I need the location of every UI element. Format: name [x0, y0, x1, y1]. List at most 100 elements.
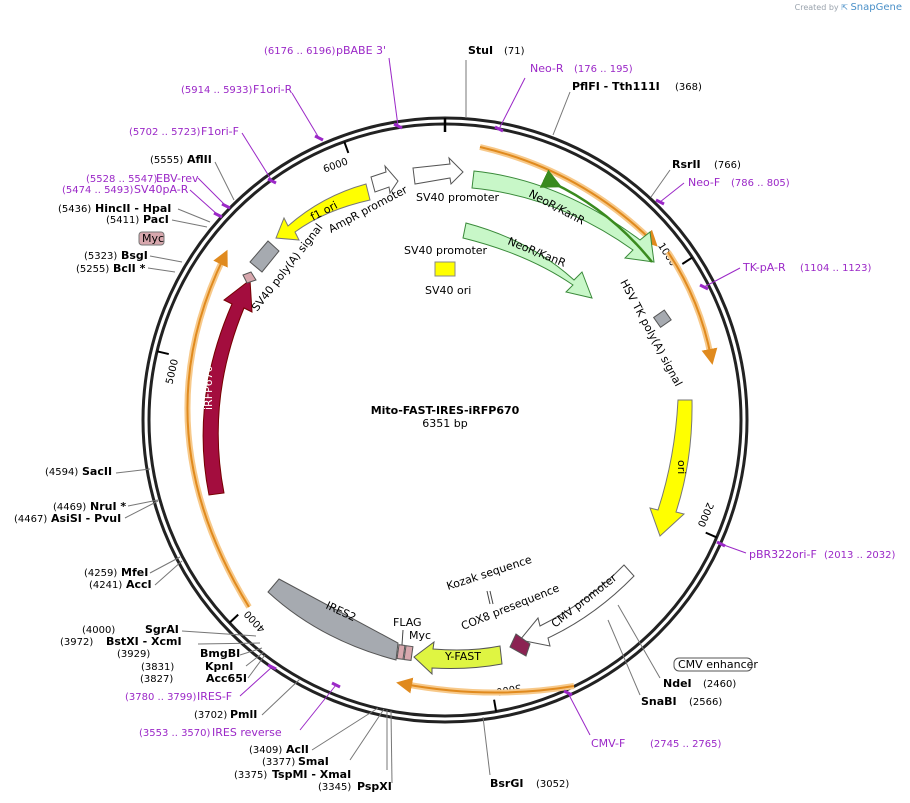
site-leader-smai: [349, 708, 385, 761]
site-leader-bstxi-xcmi: [197, 642, 261, 645]
sv40-polya-box[interactable]: [249, 240, 280, 273]
site-name-bsrgi[interactable]: BsrGI: [490, 777, 523, 790]
site-pos-acc65i: (3827): [140, 674, 173, 685]
site-leader-sacii: [115, 468, 151, 474]
site-name-acci[interactable]: AccI: [126, 578, 152, 591]
site-name-ndei[interactable]: NdeI: [663, 677, 692, 690]
ruler-tick-6000: [343, 141, 350, 154]
credit-prefix: Created by: [794, 3, 839, 12]
primer-range-f1ori-f: (5702 .. 5723): [129, 127, 201, 138]
primer-name-f1ori-f[interactable]: F1ori-F: [201, 125, 239, 138]
site-name-sacii[interactable]: SacII: [82, 465, 112, 478]
site-name-mfei[interactable]: MfeI: [121, 566, 148, 579]
site-pos-hincii-hpai: (5436): [58, 204, 91, 215]
neokanr-outer-arrow[interactable]: [471, 170, 655, 263]
plasmid-size: 6351 bp: [422, 417, 467, 430]
sv40-promoter-outer-arrow[interactable]: [412, 156, 464, 186]
primer-name-tk-pa-r[interactable]: TK-pA-R: [742, 261, 786, 274]
site-name-nrui[interactable]: NruI *: [90, 500, 126, 513]
site-name-stui[interactable]: StuI: [468, 44, 493, 57]
primer-leader-f1ori-f: [241, 132, 273, 182]
primer-range-neo-f: (786 .. 805): [731, 178, 790, 189]
hsv-tk-polya-box[interactable]: [652, 309, 672, 329]
ori-label: ori: [675, 460, 688, 474]
f1-ori-arrow[interactable]: [275, 183, 371, 241]
site-leader-sgrai: [181, 630, 257, 637]
cmv-enhancer-box: [673, 657, 753, 672]
site-pos-pmli: (3702): [194, 710, 227, 721]
myc-lower-label: Myc: [409, 629, 431, 642]
primer-range-cmv-f: (2745 .. 2765): [650, 739, 722, 750]
site-leader-ndei: [617, 604, 661, 679]
sv40-ori-label: SV40 ori: [425, 284, 471, 297]
neokanr-inner-arrow[interactable]: [462, 222, 593, 299]
site-name-kpni[interactable]: KpnI: [205, 660, 233, 673]
yfast-arrow[interactable]: [413, 640, 503, 676]
site-pos-sgrai: (4000): [82, 625, 115, 636]
site-leader-pmli: [261, 678, 301, 716]
site-name-sgrai[interactable]: SgrAI: [145, 623, 179, 636]
site-pos-tspmi-xmai: (3375): [234, 770, 267, 781]
site-pos-sacii: (4594): [45, 467, 78, 478]
primer-name-sv40pa-r[interactable]: SV40pA-R: [134, 183, 189, 196]
primer-name-neo-f[interactable]: Neo-F: [688, 176, 720, 189]
site-name-paci[interactable]: PacI: [143, 213, 169, 226]
site-name-snabi[interactable]: SnaBI: [641, 695, 677, 708]
site-name-pmli[interactable]: PmlI: [230, 708, 257, 721]
site-leader-bsrgi: [482, 716, 491, 776]
site-name-bsgi[interactable]: BsgI: [121, 249, 148, 262]
site-pos-ndei: (2460): [703, 679, 736, 690]
site-leader-paci: [171, 219, 208, 228]
sv40-ori-box[interactable]: [434, 261, 456, 277]
site-name-asisi-pvui[interactable]: AsiSI - PvuI: [51, 512, 121, 525]
site-name-rsrii[interactable]: RsrII: [672, 158, 701, 171]
ori-arrow[interactable]: [649, 399, 693, 537]
primer-name-ebv-rev[interactable]: EBV-rev: [156, 172, 199, 185]
ruler-tick-5000: [156, 350, 169, 356]
site-name-acc65i[interactable]: Acc65I: [206, 672, 247, 685]
site-name-smai[interactable]: SmaI: [298, 755, 329, 768]
neokanr-orf-arc-2: [667, 251, 718, 365]
site-name-aflii[interactable]: AflII: [187, 153, 212, 166]
cox8-presequence-shape[interactable]: [509, 633, 531, 657]
site-name-bstxi-xcmi[interactable]: BstXI - XcmI: [106, 635, 182, 648]
site-name-hincii-hpai[interactable]: HincII - HpaI: [95, 202, 171, 215]
restriction-site-labels: StuI(71)PflFI - Tth111I(368)RsrII(766)Nd…: [14, 44, 741, 793]
primer-name-neo-r[interactable]: Neo-R: [530, 62, 564, 75]
site-name-bcli[interactable]: BclI *: [113, 262, 146, 275]
primer-labels: Neo-R(176 .. 195)Neo-F(786 .. 805)TK-pA-…: [62, 44, 896, 750]
site-name-pflfi-tth111i[interactable]: PflFI - Tth111I: [572, 80, 660, 93]
myc-upper-box[interactable]: [242, 271, 257, 284]
primer-name-pbr322ori-f[interactable]: pBR322ori-F: [749, 548, 817, 561]
primer-name-pbabe-3[interactable]: pBABE 3': [336, 44, 386, 57]
primer-name-cmv-f[interactable]: CMV-F: [591, 737, 625, 750]
ruler-tick-2000: [705, 531, 718, 539]
kozak-leader-2: [489, 590, 494, 605]
site-leader-pflfi-tth111i: [552, 91, 571, 136]
site-name-tspmi-xmai[interactable]: TspMI - XmaI: [272, 768, 351, 781]
primer-name-ires-reverse[interactable]: IRES reverse: [212, 726, 282, 739]
site-name-pspxi[interactable]: PspXI: [357, 780, 392, 793]
flag-box[interactable]: [396, 644, 406, 660]
site-pos-rsrii: (766): [714, 160, 741, 171]
myc-upper-label: Myc: [142, 232, 164, 245]
primer-name-ires-f[interactable]: IRES-F: [197, 690, 232, 703]
ires2-shape[interactable]: [267, 578, 399, 661]
site-leader-bsgi: [149, 255, 183, 263]
site-pos-aflii: (5555): [150, 155, 183, 166]
site-leader-rsrii: [650, 169, 671, 198]
yfast-label: Y-FAST: [444, 650, 481, 663]
site-name-acli[interactable]: AclI: [286, 743, 309, 756]
cmv-promoter-arrow[interactable]: [519, 564, 635, 647]
primer-range-tk-pa-r: (1104 .. 1123): [800, 263, 872, 274]
primer-leader-sv40pa-r: [189, 189, 219, 216]
site-leader-bcli: [147, 267, 176, 273]
myc-lower-box[interactable]: [403, 645, 414, 662]
site-leader-acci: [154, 560, 183, 586]
sv40-promoter-outer-label: SV40 promoter: [416, 191, 500, 204]
site-name-bmgbi[interactable]: BmgBI: [200, 647, 240, 660]
features: [138, 156, 753, 676]
ampr-promoter-arrow[interactable]: [370, 164, 399, 195]
primer-name-f1ori-r[interactable]: F1ori-R: [253, 83, 293, 96]
